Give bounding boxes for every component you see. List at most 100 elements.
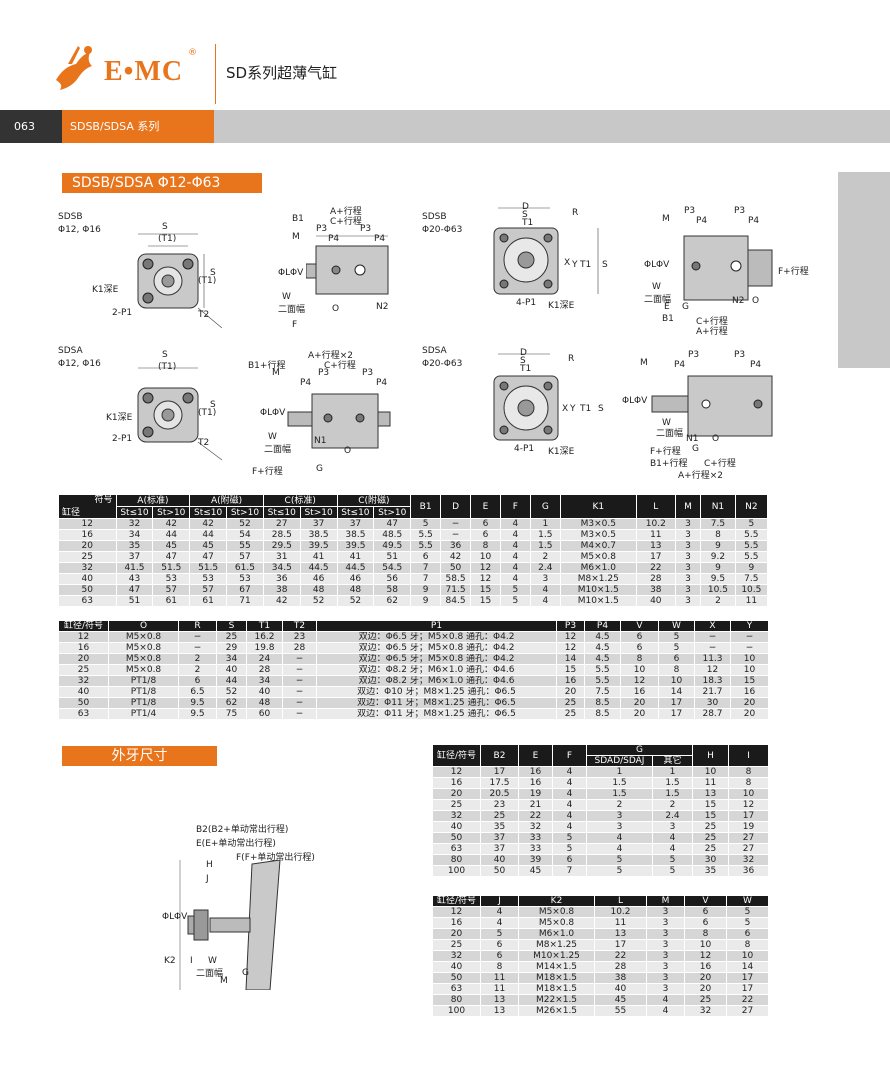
- table-cell: 13: [480, 1005, 519, 1017]
- horse-rider-logo-icon: [56, 46, 92, 90]
- table-cell: PT1/8: [108, 686, 179, 698]
- table-cell: 53: [152, 573, 191, 585]
- table-cell: 37: [480, 843, 519, 855]
- table-cell: 5: [552, 843, 587, 855]
- col-header: W: [658, 620, 695, 632]
- table-cell: 10: [692, 766, 730, 778]
- dim-Y: Y: [570, 404, 576, 414]
- table-cell: −: [730, 631, 769, 643]
- col-group: A(附磁): [189, 494, 264, 507]
- table-cell: 8.5: [584, 697, 621, 709]
- dim-L: ΦL: [622, 396, 635, 406]
- table-cell: 9.5: [700, 573, 736, 585]
- side-tab: [838, 172, 890, 368]
- table-cell: 10: [730, 653, 769, 665]
- table-cell: 39: [518, 854, 553, 866]
- table-cell: 47: [189, 551, 228, 563]
- table-cell: 27: [728, 843, 770, 855]
- table-cell: PT1/4: [108, 708, 179, 720]
- dim-W: W: [662, 418, 671, 428]
- table-cell: 28.7: [694, 708, 731, 720]
- diagram-sdsb-small-side: B1 A+行程 C+行程 M P3 P3 P4 P4 ΦL ΦV W 二面幅 O…: [278, 202, 408, 330]
- table-cell: 11: [480, 972, 519, 984]
- table-cell: 25: [556, 708, 585, 720]
- table-cell: 48.5: [373, 529, 412, 541]
- table-cell: −: [282, 697, 317, 709]
- row-bore-size: 40: [432, 821, 481, 833]
- dim-B1-stroke: B1+行程: [248, 361, 286, 371]
- table-cell: 30: [692, 854, 730, 866]
- table-cell: 33: [518, 843, 553, 855]
- dim-C-stroke: C+行程: [324, 361, 356, 371]
- row-bore-size: 32: [58, 675, 109, 687]
- table-cell: −: [440, 529, 472, 541]
- table-cell: 2: [586, 799, 653, 811]
- table-cell: 12: [556, 631, 585, 643]
- table-cell: −: [694, 642, 731, 654]
- col-header: R: [178, 620, 217, 632]
- table-cell: M5×0.8: [108, 664, 179, 676]
- table-cell: 52: [226, 518, 264, 530]
- row-bore-size: 100: [432, 865, 481, 877]
- table-cell: 4: [552, 777, 587, 789]
- col-header: V: [684, 895, 727, 907]
- col-subheader: St>10: [152, 506, 191, 519]
- dim-V: ΦV: [290, 268, 304, 278]
- front-view-drawing: [137, 233, 223, 329]
- table-cell: 75: [216, 708, 247, 720]
- col-header: J: [480, 895, 519, 907]
- table-cell: 9: [700, 562, 736, 574]
- dim-N2: N2: [376, 302, 389, 312]
- table-cell: 50: [440, 562, 472, 574]
- table-cell: −: [694, 631, 731, 643]
- row-bore-size: 80: [432, 854, 481, 866]
- diagram-sdsb-small-front: SDSB Φ12, Φ16 S (T1) K1深E 2-P1 T2 S (T1): [58, 212, 228, 330]
- table-cell: 15: [692, 799, 730, 811]
- table-cell: 4: [552, 766, 587, 778]
- table-cell: 17: [728, 810, 770, 822]
- dim-P4: P4: [674, 360, 686, 370]
- table-cell: 10: [684, 939, 727, 951]
- table-cell: 37: [115, 551, 154, 563]
- table-cell: 6: [726, 928, 769, 940]
- table-cell: 9: [700, 540, 736, 552]
- dim-V: ΦV: [272, 408, 286, 418]
- table-cell: 8: [684, 928, 727, 940]
- dim-A-stroke: A+行程: [696, 327, 728, 337]
- dim-P4-b: P4: [748, 216, 760, 226]
- table-cell: 11: [635, 529, 676, 541]
- table-cell: 18.3: [694, 675, 731, 687]
- table-cell: 20: [684, 972, 727, 984]
- col-header: T1: [246, 620, 283, 632]
- dim-P1: 4-P1: [516, 298, 537, 308]
- table-cell: 41: [336, 551, 375, 563]
- table-cell: 39.5: [299, 540, 338, 552]
- table-cell: 4: [552, 810, 587, 822]
- table-cell: 15: [470, 584, 501, 596]
- table-cell: 12: [470, 573, 501, 585]
- table-cell: 55: [594, 1005, 647, 1017]
- table-cell: 22: [635, 562, 676, 574]
- col-header: L: [635, 494, 676, 519]
- dim-S: S: [520, 356, 526, 366]
- table-cell: 22: [726, 994, 769, 1006]
- table-cell: 47: [152, 551, 191, 563]
- col-header: B1: [410, 494, 442, 519]
- table-cell: 48: [336, 584, 375, 596]
- dim-D: D: [520, 348, 527, 358]
- table-cell: 4: [646, 1005, 685, 1017]
- table-cell: 5: [586, 865, 653, 877]
- dim-I: I: [190, 956, 193, 966]
- table-cell: 28: [635, 573, 676, 585]
- table-cell: 34: [216, 653, 247, 665]
- dim-O: O: [332, 304, 340, 314]
- col-header: F: [499, 494, 531, 519]
